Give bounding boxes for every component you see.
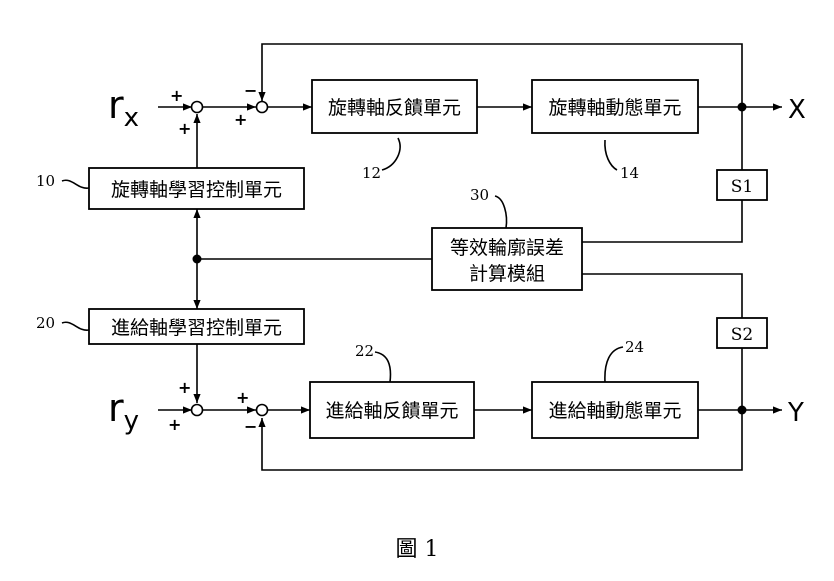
sign-rot-learning-plus: + — [178, 119, 191, 138]
sign-markers: + + − + + + + − — [168, 81, 257, 436]
x-loop-wires — [158, 43, 782, 243]
leader-10 — [61, 179, 90, 189]
ref-label-22: 22 — [355, 342, 374, 360]
ry-symbol: ry — [108, 386, 139, 436]
rot-dynamics-block: 旋轉軸動態單元 — [531, 79, 699, 134]
y-output-junction-dot — [737, 405, 747, 415]
sign-rx-plus: + — [170, 86, 183, 105]
leader-20 — [61, 321, 90, 331]
leader-30 — [494, 195, 508, 229]
rot-feedback-block: 旋轉軸反饋單元 — [311, 79, 478, 134]
sign-feed-learning-plus: + — [178, 378, 191, 397]
ref-label-20: 20 — [36, 314, 55, 332]
summing-junction-x-feedback — [255, 100, 269, 114]
s1-label: S1 — [731, 177, 753, 197]
figure-caption: 圖 1 — [396, 537, 439, 562]
rot-feedback-label: 旋轉軸反饋單元 — [328, 97, 461, 119]
s2-block: S2 — [716, 317, 768, 349]
summing-junction-y-feedback — [255, 403, 269, 417]
feed-learning-label: 進給軸學習控制單元 — [111, 317, 282, 339]
feed-feedback-label: 進給軸反饋單元 — [325, 400, 458, 422]
output-y-label: Y — [787, 398, 804, 428]
output-x-label: X — [788, 95, 806, 125]
rx-base: r — [108, 83, 124, 127]
contour-junction-dot — [192, 254, 202, 264]
ref-label-14: 14 — [620, 164, 639, 182]
feed-dynamics-block: 進給軸動態單元 — [531, 381, 699, 439]
feed-dynamics-label: 進給軸動態單元 — [548, 400, 681, 422]
ry-subscript: y — [124, 406, 139, 436]
leader-12 — [381, 137, 401, 171]
x-feedback-loop-wire — [258, 43, 743, 107]
rx-subscript: x — [124, 103, 139, 133]
sign-ry-plus: + — [168, 415, 181, 434]
sign-x-feedback-minus: − — [244, 81, 257, 100]
feed-learning-block: 進給軸學習控制單元 — [88, 308, 305, 345]
ref-label-30: 30 — [470, 186, 489, 204]
leader-22 — [374, 351, 392, 383]
contour-module-label-line2: 計算模組 — [469, 263, 545, 285]
ref-label-12: 12 — [362, 164, 381, 182]
summing-junction-rx — [190, 100, 204, 114]
feed-feedback-block: 進給軸反饋單元 — [309, 381, 475, 439]
leader-14 — [604, 139, 618, 171]
sign-y-sum4-plus: + — [236, 388, 249, 407]
signals: rx ry X Y — [108, 83, 806, 436]
y-feedback-loop-wire — [258, 410, 743, 471]
contour-module-label-line1: 等效輪廓誤差 — [450, 237, 564, 259]
leader-24 — [604, 346, 624, 383]
reference-leaders — [61, 137, 624, 383]
ry-base: r — [108, 386, 124, 430]
rot-learning-label: 旋轉軸學習控制單元 — [111, 179, 282, 201]
ref-label-24: 24 — [625, 338, 644, 356]
s2-label: S2 — [731, 325, 753, 345]
rx-symbol: rx — [108, 83, 139, 133]
rot-dynamics-label: 旋轉軸動態單元 — [548, 97, 681, 119]
sign-y-feedback-minus: − — [244, 417, 257, 436]
s1-to-contour-wire — [582, 200, 743, 243]
rot-learning-block: 旋轉軸學習控制單元 — [88, 167, 305, 210]
summing-junction-ry — [190, 403, 204, 417]
ref-label-10: 10 — [36, 172, 55, 190]
contour-error-module-block: 等效輪廓誤差 計算模組 — [431, 227, 583, 291]
s2-to-contour-wire — [582, 273, 743, 318]
x-output-junction-dot — [737, 102, 747, 112]
s1-block: S1 — [716, 169, 768, 201]
contour-distribution-wires — [193, 209, 432, 309]
y-loop-wires — [158, 273, 782, 471]
sign-x-sum2-plus: + — [234, 110, 247, 129]
